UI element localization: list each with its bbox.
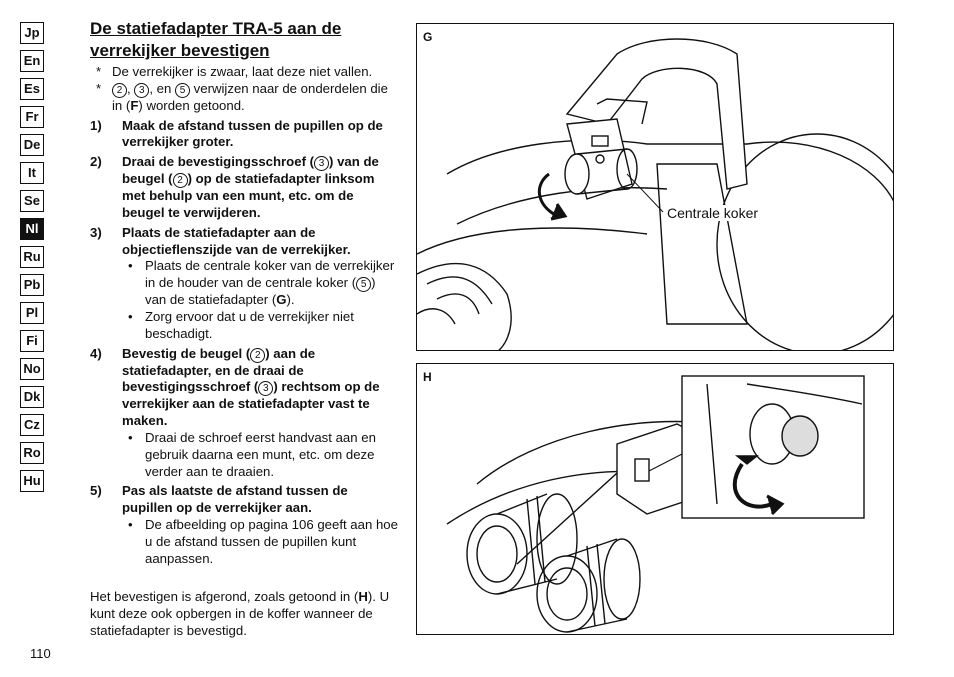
language-tab-fi[interactable]: Fi <box>20 330 44 352</box>
language-tab-no[interactable]: No <box>20 358 44 380</box>
language-tab-hu[interactable]: Hu <box>20 470 44 492</box>
page-number: 110 <box>30 646 51 661</box>
language-tab-jp[interactable]: Jp <box>20 22 44 44</box>
language-tab-pl[interactable]: Pl <box>20 302 44 324</box>
language-tab-ru[interactable]: Ru <box>20 246 44 268</box>
step-1: 1) Maak de afstand tussen de pupillen op… <box>90 117 383 150</box>
note-2: * 2, 3, en 5 verwijzen naar de onderdele… <box>96 80 388 113</box>
step-3-bullet-1: • Plaats de centrale koker van de verrek… <box>128 258 395 308</box>
language-tab-se[interactable]: Se <box>20 190 44 212</box>
figure-h: H <box>416 363 894 635</box>
language-tab-ro[interactable]: Ro <box>20 442 44 464</box>
language-tab-dk[interactable]: Dk <box>20 386 44 408</box>
language-tab-es[interactable]: Es <box>20 78 44 100</box>
ref-circle: 5 <box>356 277 372 293</box>
language-tab-fr[interactable]: Fr <box>20 106 44 128</box>
instructions: De statiefadapter TRA-5 aan de verrekijk… <box>90 18 398 640</box>
callout-label: Centrale koker <box>665 205 761 221</box>
ref-circle: 3 <box>314 156 330 172</box>
ref-circle: 5 <box>175 82 190 98</box>
step-2: 2) Draai de bevestigingsschroef (3) van … <box>90 154 379 220</box>
figure-label: G <box>423 30 433 44</box>
step-5: 5) Pas als laatste de afstand tussen de … <box>90 483 348 516</box>
binocular-adapter-illustration <box>417 38 893 350</box>
figure-g: G Centrale koker <box>416 23 894 351</box>
language-tab-cz[interactable]: Cz <box>20 414 44 436</box>
ref-circle: 3 <box>134 82 150 98</box>
ref-circle: 2 <box>112 82 127 98</box>
step-5-bullet-1: • De afbeelding op pagina 106 geeft aan … <box>128 516 398 566</box>
step-4-bullet-1: • Draai de schroef eerst handvast aan en… <box>128 429 376 479</box>
language-tab-pb[interactable]: Pb <box>20 274 44 296</box>
ref-circle: 3 <box>258 381 274 397</box>
figure-label: H <box>423 370 432 384</box>
language-tab-de[interactable]: De <box>20 134 44 156</box>
language-tab-nl[interactable]: Nl <box>20 218 44 240</box>
language-tab-en[interactable]: En <box>20 50 44 72</box>
section-title: De statiefadapter TRA-5 aan de verrekijk… <box>90 19 342 60</box>
step-3-bullet-2: • Zorg ervoor dat u de verrekijker niet … <box>128 308 354 341</box>
closing-paragraph: Het bevestigen is afgerond, zoals getoon… <box>90 589 390 638</box>
note-1: * De verrekijker is zwaar, laat deze nie… <box>96 64 373 79</box>
ref-circle: 2 <box>172 173 188 189</box>
step-4: 4) Bevestig de beugel (2) aan de statief… <box>90 345 380 429</box>
ref-circle: 2 <box>250 347 266 363</box>
language-tab-it[interactable]: It <box>20 162 44 184</box>
binocular-mounted-illustration <box>446 375 865 633</box>
step-3: 3) Plaats de statiefadapter aan de objec… <box>90 224 351 257</box>
